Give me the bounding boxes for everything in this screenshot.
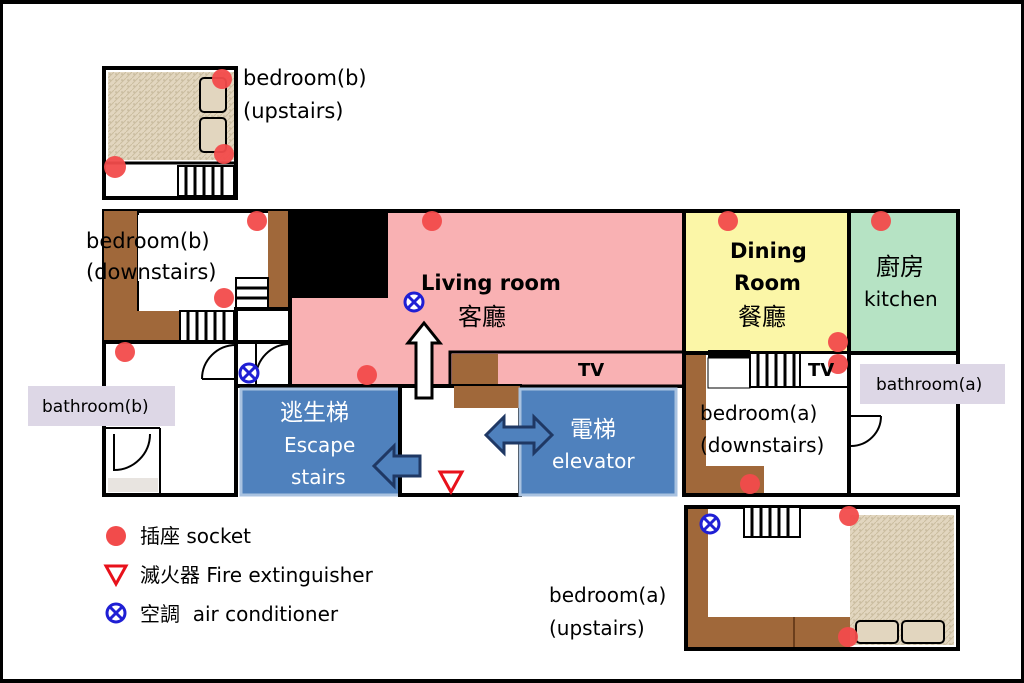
- socket-icon: [871, 211, 891, 231]
- bedroom-a-upstairs-label-2: (upstairs): [549, 616, 645, 640]
- arrow-up-icon: [404, 320, 444, 400]
- bedroom-b-upstairs: [102, 66, 238, 200]
- bedroom-b-downstairs-label-2: (downstairs): [86, 260, 217, 284]
- socket-icon: [247, 211, 267, 231]
- tv-label: TV: [578, 360, 604, 381]
- legend-ac-label: 空調 air conditioner: [140, 602, 339, 626]
- air-conditioner-icon: [238, 362, 260, 384]
- black-block: [292, 213, 388, 298]
- bathroom-a: [847, 351, 960, 497]
- bedroom-a-upstairs: [684, 505, 960, 651]
- living-room: [288, 209, 686, 388]
- stairs-icon: [235, 277, 269, 309]
- bedroom-b-upstairs-label-2: (upstairs): [243, 99, 343, 123]
- elevator-label: elevator: [552, 449, 635, 473]
- stairs-icon: [743, 506, 801, 538]
- air-conditioner-markers: [238, 291, 721, 535]
- air-conditioner-icon: [403, 291, 425, 313]
- elevator-label-zh: 電梯: [570, 417, 616, 443]
- socket-icon: [106, 526, 126, 546]
- socket-icon: [718, 211, 738, 231]
- socket-icon: [422, 211, 442, 231]
- escape-stairs-label-2: stairs: [291, 465, 346, 489]
- bedroom-b-downstairs: [102, 209, 292, 344]
- air-conditioner-icon: [105, 602, 127, 624]
- bedroom-a-upstairs-label-1: bedroom(a): [549, 583, 666, 607]
- legend-socket-label: 插座 socket: [140, 524, 251, 548]
- stairs-icon: [749, 352, 801, 388]
- legend-extinguisher-label: 滅火器 Fire extinguisher: [140, 563, 374, 587]
- fire-extinguisher-icon: [437, 470, 465, 496]
- legend: 插座 socket 滅火器 Fire extinguisher 空調 air c…: [103, 524, 374, 626]
- socket-icon: [828, 332, 848, 352]
- bathroom-b-label: bathroom(b): [42, 397, 149, 417]
- tv-label: TV: [808, 360, 834, 381]
- socket-icon: [212, 69, 232, 89]
- living-room-label-zh: 客廳: [458, 303, 506, 331]
- socket-icon: [104, 156, 126, 178]
- socket-markers: [104, 69, 891, 647]
- kitchen: [847, 209, 960, 355]
- air-conditioner-icon: [699, 513, 721, 535]
- bedroom-b-downstairs-label-1: bedroom(b): [86, 229, 210, 253]
- bedroom-b-upstairs-label-1: bedroom(b): [243, 66, 367, 90]
- socket-icon: [828, 354, 848, 374]
- socket-icon: [115, 342, 135, 362]
- socket-icon: [214, 144, 234, 164]
- socket-icon: [740, 474, 760, 494]
- bathroom-a-label-bg: [860, 364, 1005, 404]
- socket-icon: [214, 288, 234, 308]
- bathroom-a-label: bathroom(a): [876, 375, 982, 395]
- socket-icon: [839, 506, 859, 526]
- stairs-icon: [177, 165, 235, 197]
- fire-extinguisher-icon: [103, 564, 129, 588]
- bedroom-a-downstairs-label-2: (downstairs): [700, 433, 824, 457]
- bedroom-a-downstairs-label-1: bedroom(a): [700, 401, 817, 425]
- escape-stairs-label-zh: 逃生梯: [280, 400, 349, 426]
- bathroom-b-label-bg: [28, 386, 175, 426]
- double-arrow-icon: [483, 413, 555, 457]
- escape-stairs-label-1: Escape: [284, 433, 355, 457]
- arrow-left-icon: [371, 442, 422, 490]
- socket-icon: [838, 627, 858, 647]
- kitchen-label-zh: 廚房: [876, 253, 924, 281]
- dining-room-label-zh: 餐廳: [738, 303, 786, 331]
- dining-room-label-2: Room: [734, 271, 801, 295]
- dining-room: [682, 209, 851, 355]
- dining-room-label-1: Dining: [730, 239, 807, 263]
- living-room-label: Living room: [421, 271, 561, 295]
- socket-icon: [357, 365, 377, 385]
- kitchen-label: kitchen: [864, 287, 938, 311]
- stairs-icon: [179, 310, 235, 343]
